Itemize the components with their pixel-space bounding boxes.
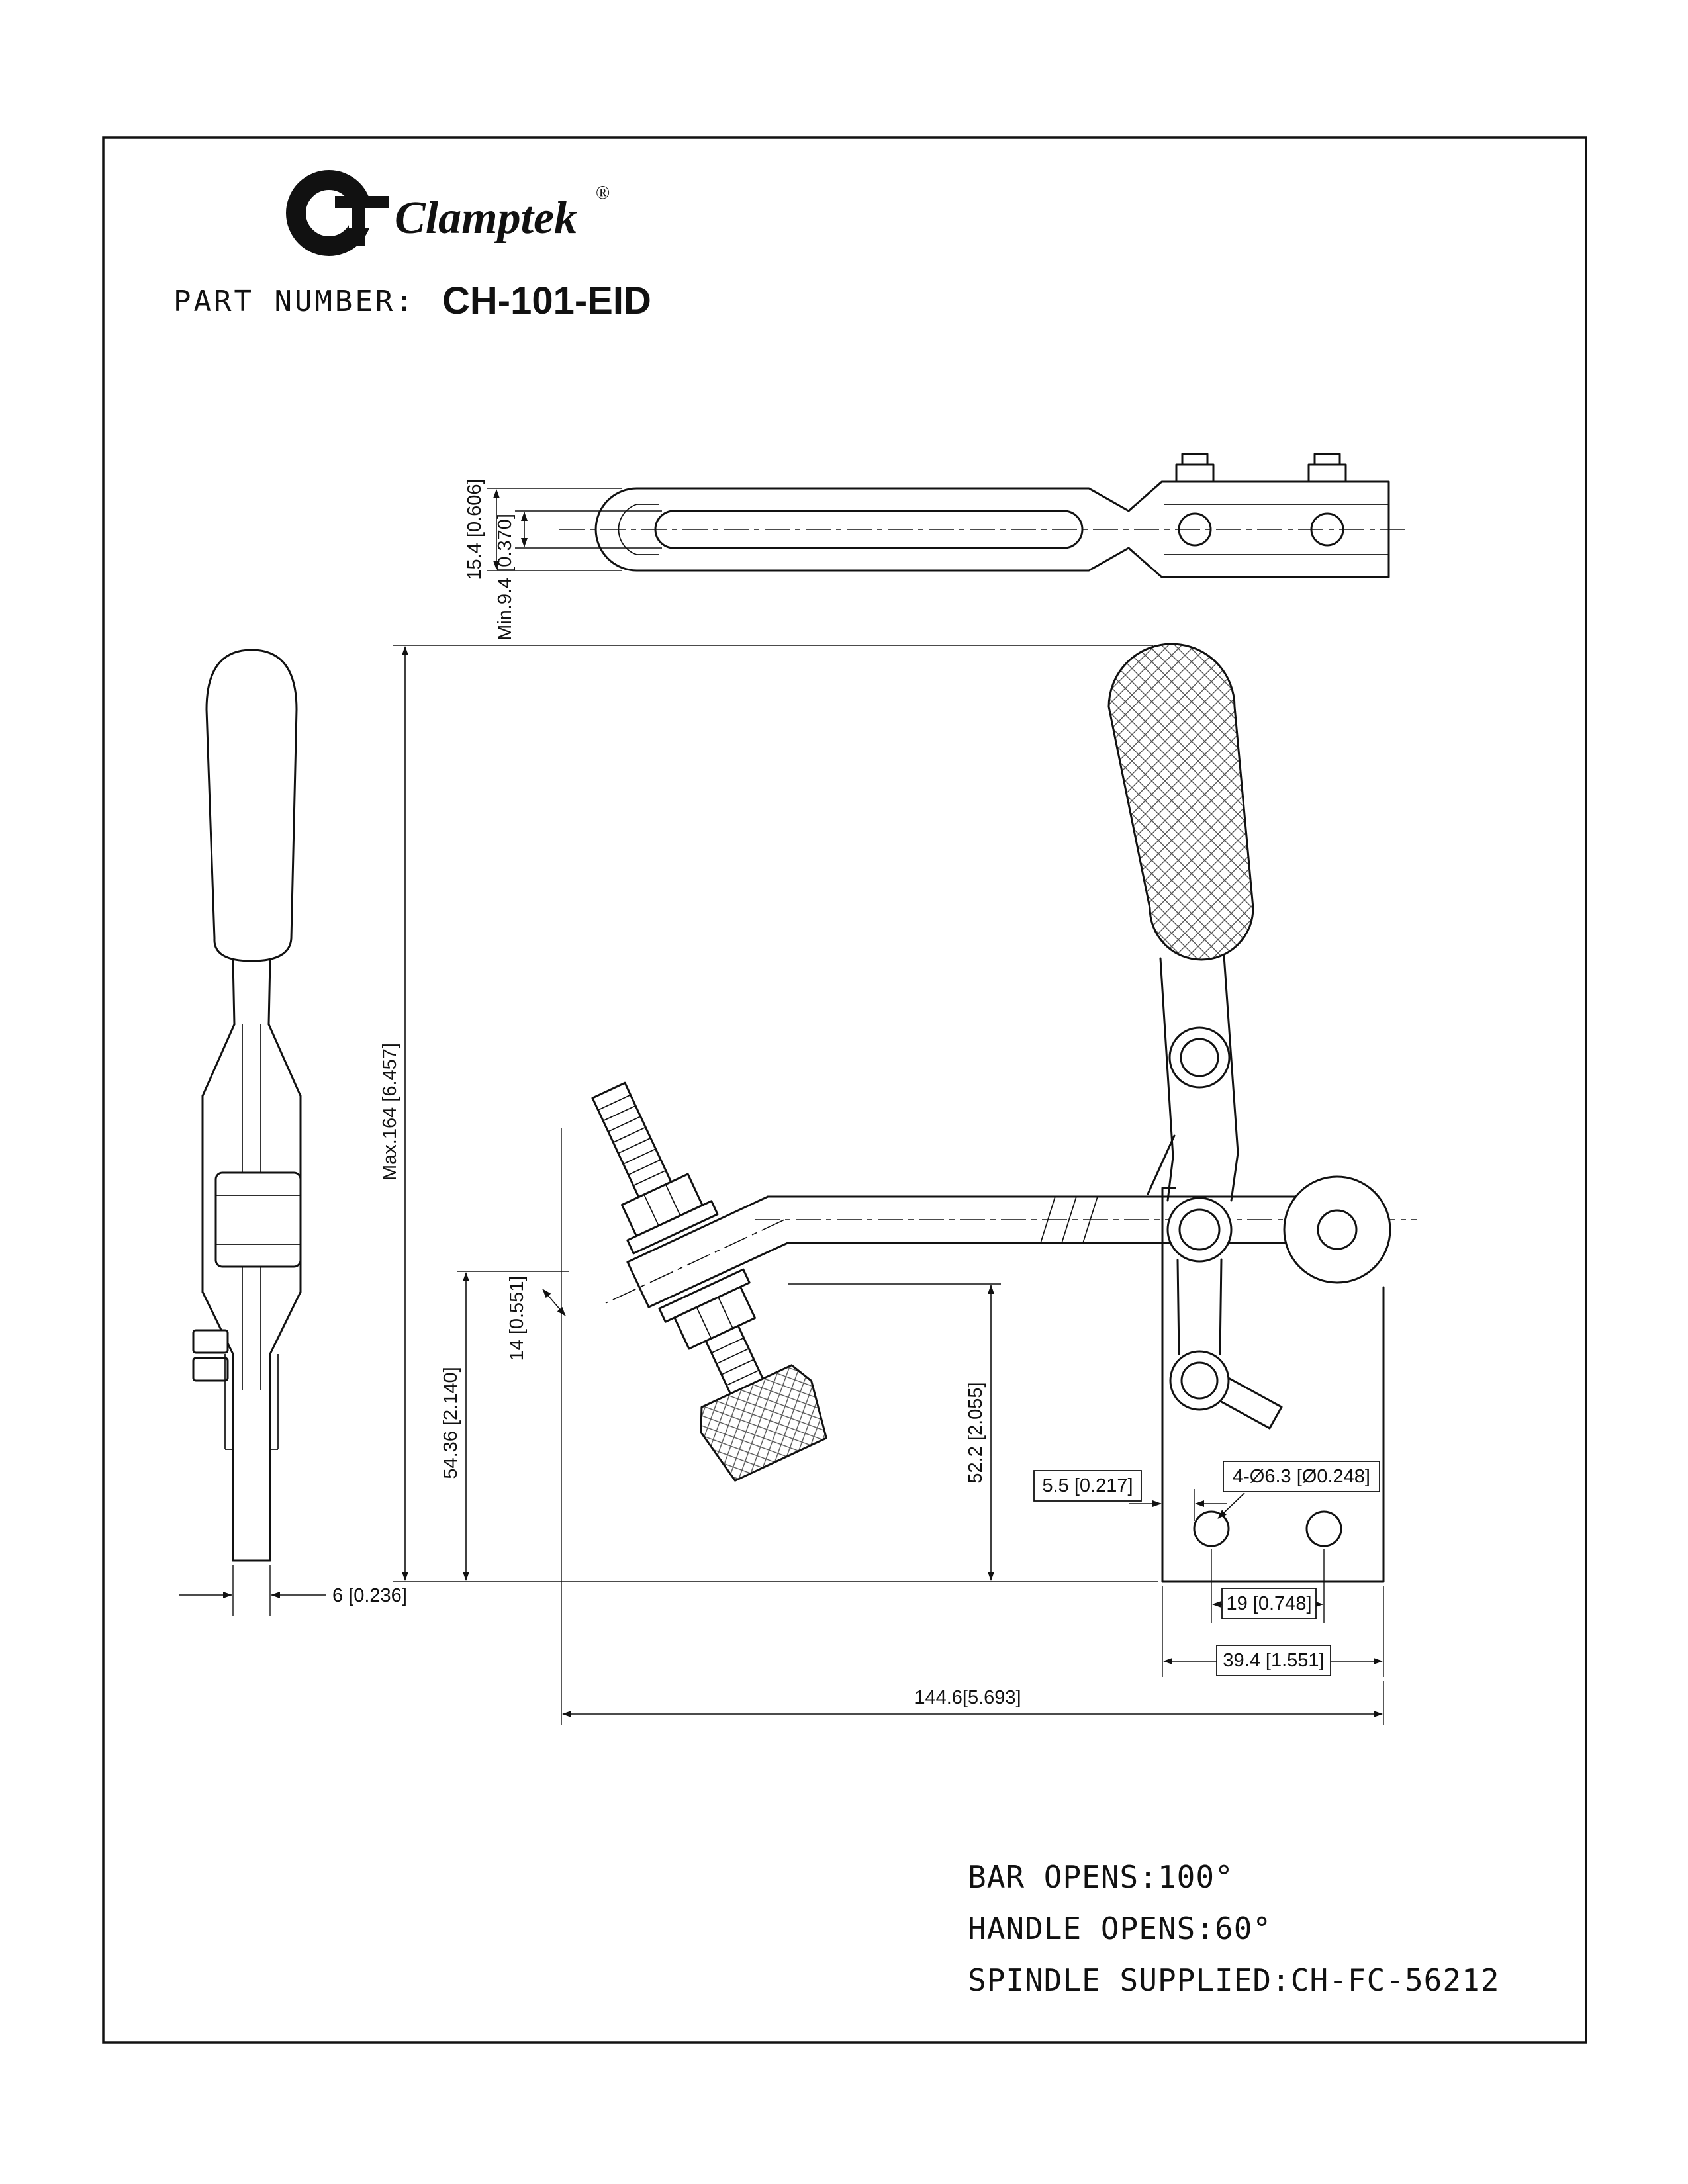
bolt-head-side xyxy=(192,1329,229,1354)
handle-grip-side xyxy=(205,649,298,962)
bar-end-hole xyxy=(1317,1209,1358,1250)
thread-lines xyxy=(711,1337,759,1387)
washer xyxy=(626,1200,719,1255)
linkage xyxy=(1166,1197,1283,1430)
spindle-assembly xyxy=(591,1081,827,1482)
note-spindle-supplied: SPINDLE SUPPLIED:CH-FC-56212 xyxy=(968,1962,1499,1998)
dim-front-mounting-holes: 4-Ø6.3 [Ø0.248] xyxy=(1233,1466,1370,1487)
handle-rivet xyxy=(1175,453,1215,547)
mounting-hole xyxy=(1193,1510,1230,1547)
front-view: Max.164 [6.457] 54.36 [2.140] 14 [0.551]… xyxy=(379,643,1417,1725)
handle-grip xyxy=(1107,643,1254,961)
dim-front-max-height: Max.164 [6.457] xyxy=(379,1043,400,1181)
registered-mark: ® xyxy=(596,183,610,203)
dim-top-overall-height: 15.4 [0.606] xyxy=(464,478,485,580)
side-view: 6 [0.236] xyxy=(179,649,407,1616)
clamptek-logo-icon xyxy=(286,170,390,256)
brand-wordmark: Clamptek xyxy=(395,193,577,244)
dim-front-hole-edge-offset: 5.5 [0.217] xyxy=(1042,1475,1133,1496)
dim-top-slot-min: Min.9.4 [0.370] xyxy=(494,514,516,641)
dim-front-bar-width: 14 [0.551] xyxy=(506,1276,528,1361)
pivot-block-side xyxy=(214,1171,302,1268)
hex-nut xyxy=(673,1285,757,1350)
base-plate xyxy=(1161,1187,1385,1583)
dim-side-bar-thickness: 6 [0.236] xyxy=(332,1585,407,1606)
dim-front-bar-center-height: 54.36 [2.140] xyxy=(440,1367,461,1479)
dim-front-base-width: 39.4 [1.551] xyxy=(1223,1650,1324,1671)
drawing-border xyxy=(102,136,1587,2044)
top-view: 15.4 [0.606] Min.9.4 [0.370] xyxy=(464,453,1410,641)
notes-block: BAR OPENS:100° HANDLE OPENS:60° SPINDLE … xyxy=(968,1859,1499,1998)
part-number-block: PART NUMBER: CH-101-EID xyxy=(173,279,651,322)
part-number-value: CH-101-EID xyxy=(442,279,651,322)
clamptek-logo: Clamptek ® xyxy=(286,170,610,256)
dim-front-overall-length: 144.6[5.693] xyxy=(914,1687,1021,1708)
bolt-head-side xyxy=(192,1357,229,1382)
handle-rivet xyxy=(1307,453,1347,547)
note-bar-opens: BAR OPENS:100° xyxy=(968,1859,1234,1895)
dim-front-base-height: 52.2 [2.055] xyxy=(965,1382,986,1483)
note-handle-opens: HANDLE OPENS:60° xyxy=(968,1911,1272,1946)
dim-front-hole-spacing: 19 [0.748] xyxy=(1227,1593,1312,1614)
thread-lines xyxy=(598,1094,667,1187)
clamp-bar xyxy=(605,1175,1417,1308)
handle xyxy=(1107,643,1254,1202)
mounting-hole xyxy=(1305,1510,1342,1547)
part-number-label: PART NUMBER: xyxy=(173,285,416,318)
rubber-foot xyxy=(700,1364,827,1482)
